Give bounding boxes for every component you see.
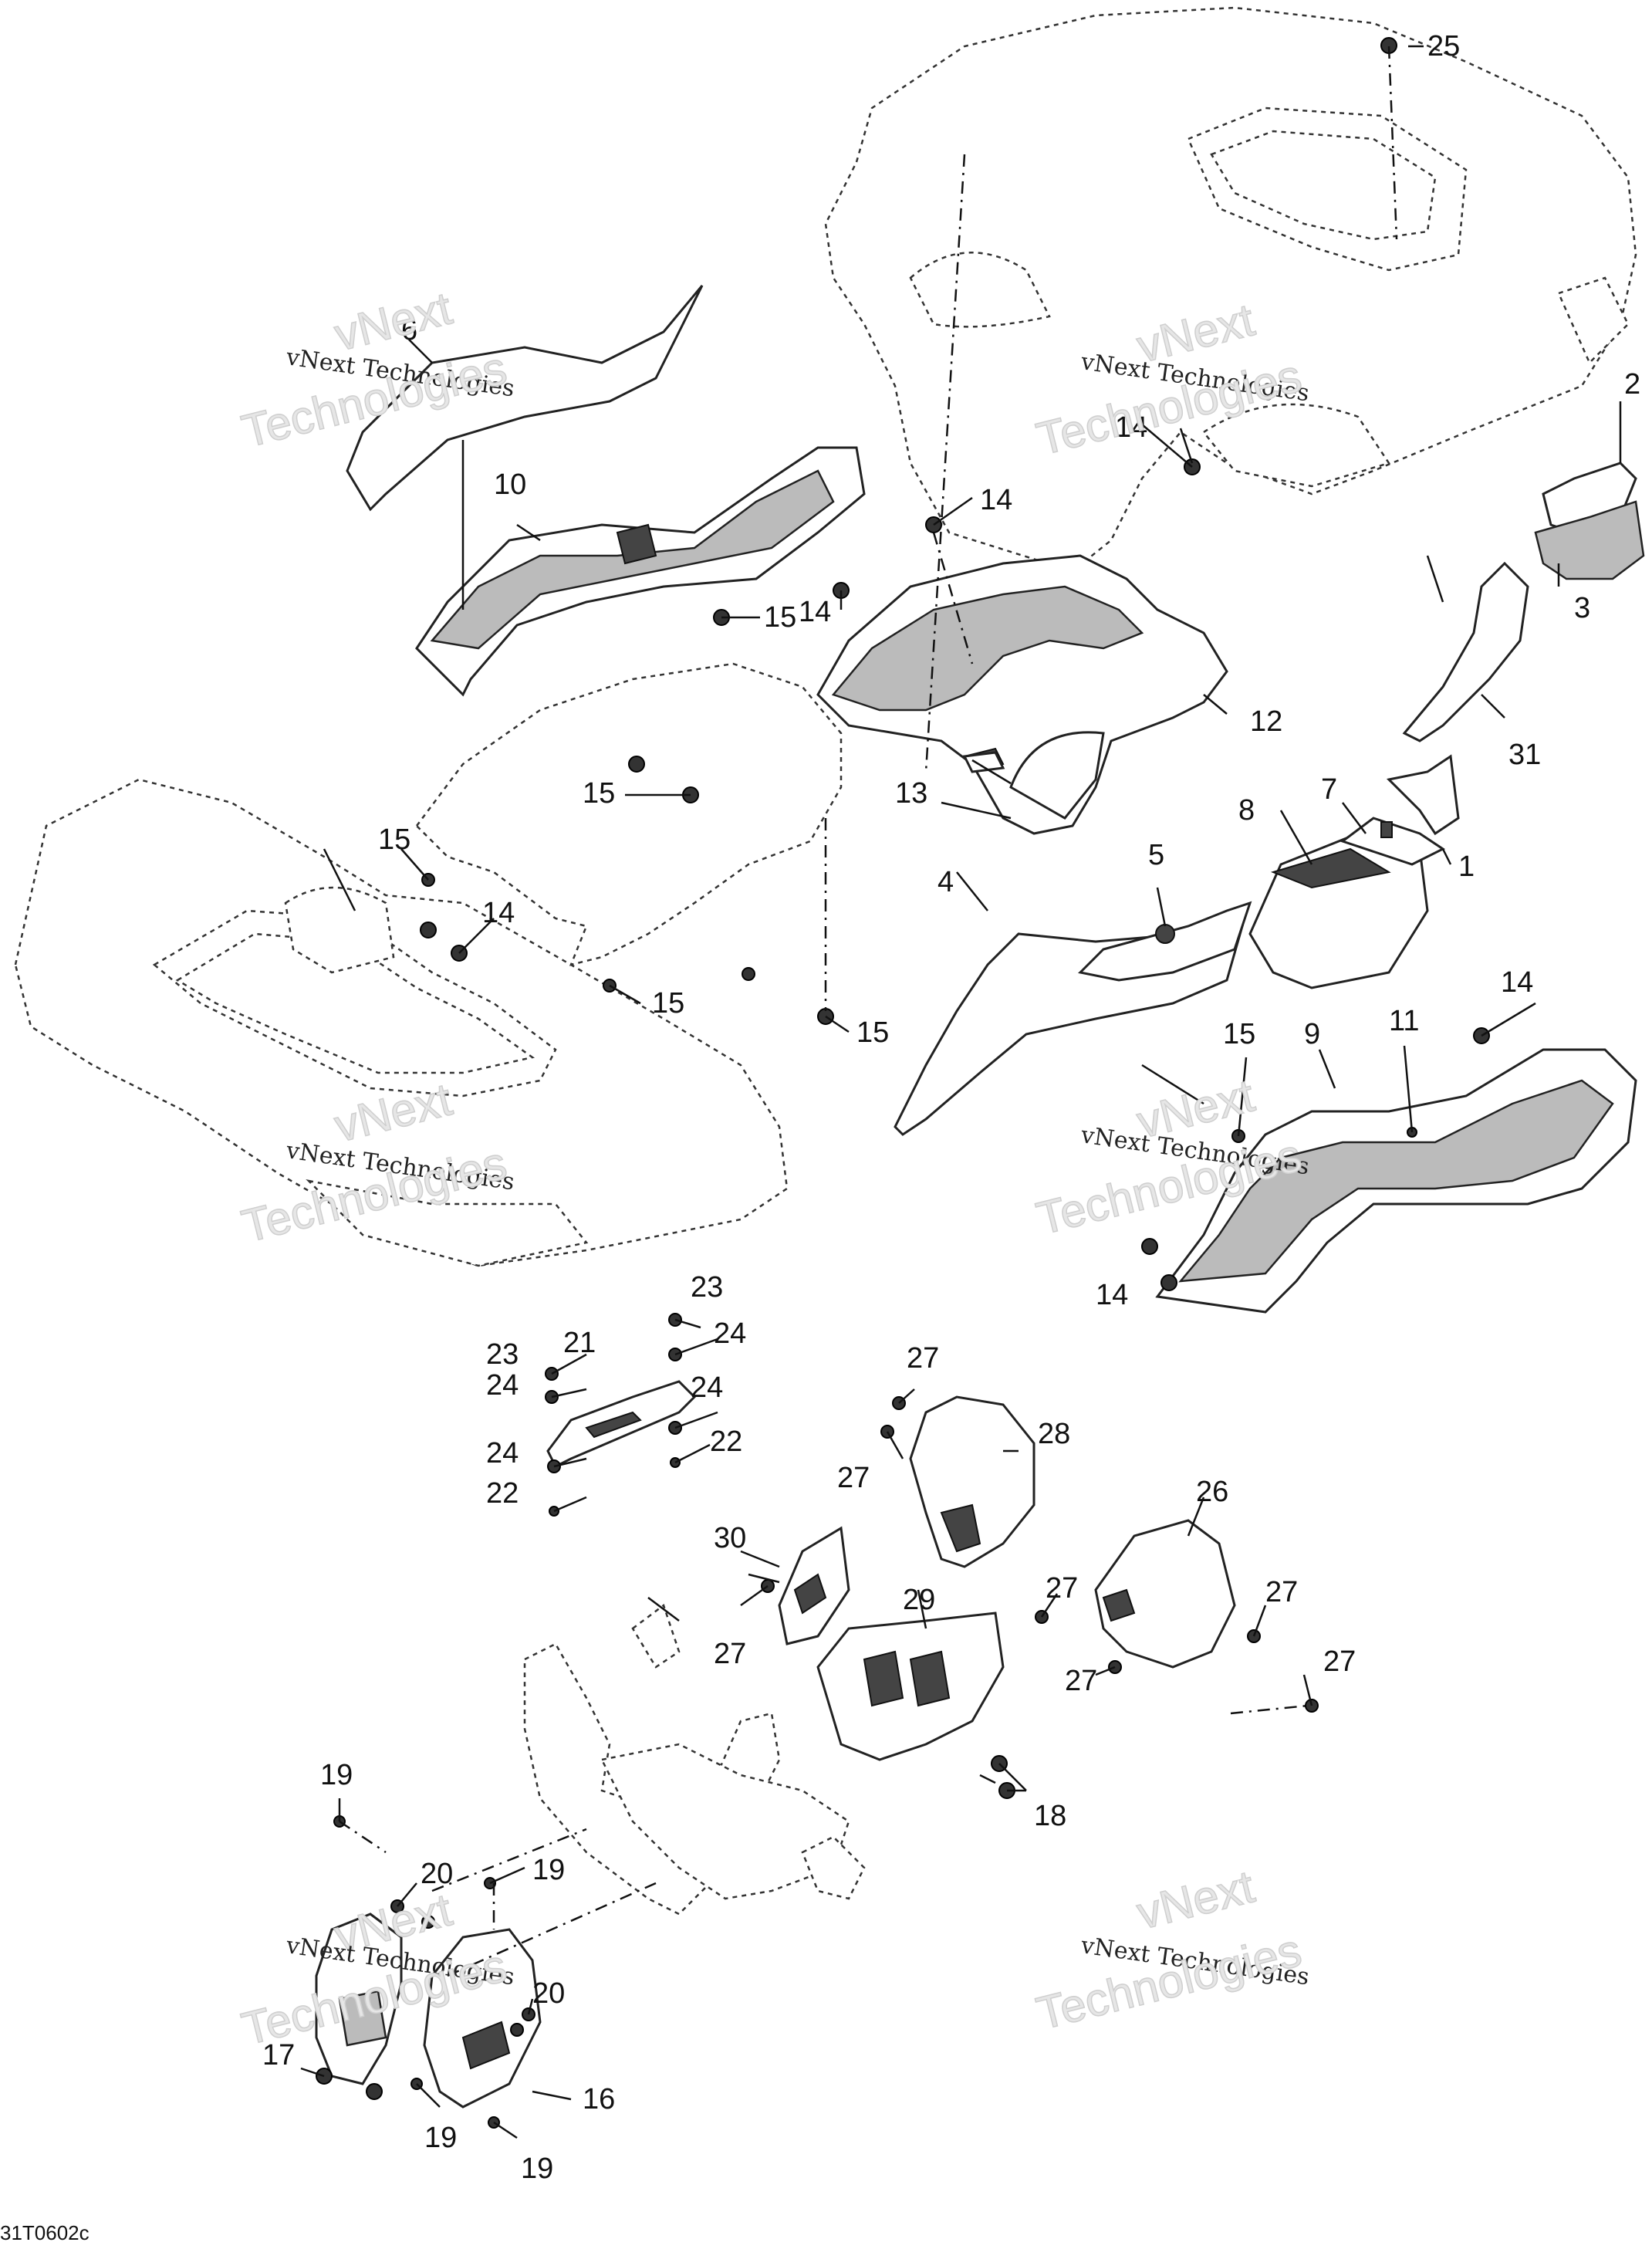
callout-11: 11 xyxy=(1389,1005,1419,1037)
callout-20: 20 xyxy=(532,1977,565,2010)
callout-27: 27 xyxy=(1046,1572,1078,1605)
part-12-rear-panel xyxy=(816,554,1228,835)
callout-10: 10 xyxy=(494,468,526,501)
callout-14: 14 xyxy=(482,897,515,929)
callout-25: 25 xyxy=(1427,30,1460,63)
part-29-skid-plate xyxy=(816,1612,1005,1761)
part-3 xyxy=(1534,500,1645,580)
callout-7: 7 xyxy=(1321,773,1337,806)
fastener-14-g xyxy=(1141,1238,1158,1255)
fastener-14-h xyxy=(1160,1274,1177,1291)
callout-28: 28 xyxy=(1038,1418,1070,1450)
part-26-cover xyxy=(1094,1519,1236,1669)
fastener-20-b xyxy=(421,1915,435,1929)
callout-2: 2 xyxy=(1624,368,1640,401)
part-28-cover xyxy=(909,1395,1035,1568)
part-30-bracket xyxy=(778,1526,850,1645)
part-8 xyxy=(1248,832,1429,989)
part-4-decal xyxy=(894,925,1245,1136)
part-5 xyxy=(1077,901,1252,982)
callout-22: 22 xyxy=(710,1425,742,1458)
callout-1: 1 xyxy=(1458,851,1475,883)
callout-14: 14 xyxy=(1115,411,1147,444)
callout-27: 27 xyxy=(837,1462,870,1494)
part-1 xyxy=(1386,754,1460,836)
callout-8: 8 xyxy=(1238,794,1255,827)
callout-24: 24 xyxy=(691,1371,723,1404)
callout-labels: 25 6 2 14 10 14 15 14 3 12 31 13 15 7 8 … xyxy=(262,30,1640,2185)
callout-23: 23 xyxy=(486,1338,519,1371)
callout-3: 3 xyxy=(1574,592,1590,624)
callout-15: 15 xyxy=(652,987,684,1020)
fastener-17-b xyxy=(366,2083,383,2100)
fastener-20-d xyxy=(510,2023,524,2037)
figure-code: 31T0602c xyxy=(0,2221,90,2244)
callout-15: 15 xyxy=(856,1016,889,1049)
watermark-large: vNext xyxy=(329,282,457,360)
callout-27: 27 xyxy=(907,1342,939,1375)
part-13 xyxy=(962,751,1005,773)
callout-19: 19 xyxy=(532,1854,565,1886)
part-6-decal xyxy=(346,285,704,512)
callout-9: 9 xyxy=(1304,1018,1320,1050)
part-31 xyxy=(1402,561,1529,742)
callout-19: 19 xyxy=(320,1759,353,1791)
callout-23: 23 xyxy=(691,1271,723,1304)
watermark-large: Technologies xyxy=(1032,1924,1306,2040)
callout-18: 18 xyxy=(1034,1800,1066,1832)
front-body-outline xyxy=(14,778,789,1267)
callout-19: 19 xyxy=(424,2122,457,2154)
callout-24: 24 xyxy=(486,1369,519,1402)
callout-26: 26 xyxy=(1196,1476,1228,1508)
callout-15: 15 xyxy=(378,824,410,856)
callout-4: 4 xyxy=(937,866,954,898)
frame-outline xyxy=(523,1603,866,1916)
callout-5: 5 xyxy=(1148,839,1164,871)
callout-27: 27 xyxy=(1265,1576,1298,1608)
callout-21: 21 xyxy=(563,1327,596,1359)
front-center-panel xyxy=(415,662,843,966)
callout-30: 30 xyxy=(714,1522,746,1554)
watermark-large: vNext xyxy=(1132,1860,1259,1939)
callout-13: 13 xyxy=(895,777,927,810)
part-17-cover xyxy=(315,1912,403,2085)
callout-24: 24 xyxy=(486,1437,519,1469)
fastener-15-f xyxy=(742,967,755,981)
callout-14: 14 xyxy=(980,484,1012,516)
part-7 xyxy=(1340,817,1445,866)
callout-24: 24 xyxy=(714,1317,746,1350)
callout-15: 15 xyxy=(583,777,615,810)
callout-leaders xyxy=(300,45,1622,2139)
callout-15: 15 xyxy=(764,601,796,634)
callout-12: 12 xyxy=(1250,705,1282,738)
callout-6: 6 xyxy=(401,314,417,347)
callout-27: 27 xyxy=(1323,1645,1356,1678)
callout-19: 19 xyxy=(521,2153,553,2185)
callout-15: 15 xyxy=(1223,1018,1255,1050)
callout-22: 22 xyxy=(486,1477,519,1510)
fastener-15-b xyxy=(628,756,645,773)
callout-17: 17 xyxy=(262,2039,295,2071)
callout-16: 16 xyxy=(583,2083,615,2115)
rear-body-outline xyxy=(824,6,1637,573)
part-10-side-panel xyxy=(415,446,866,697)
callout-27: 27 xyxy=(714,1638,746,1670)
callout-20: 20 xyxy=(421,1858,453,1890)
callout-29: 29 xyxy=(903,1584,935,1616)
part-9-side-panel xyxy=(1155,1048,1637,1314)
part-21-bracket xyxy=(546,1380,697,1469)
callout-31: 31 xyxy=(1508,739,1541,771)
callout-14: 14 xyxy=(1501,966,1533,999)
assembly-lines xyxy=(323,46,1444,1977)
watermark-bottom-right: vNext vNext Technologies Technologies xyxy=(1031,1860,1311,2041)
fastener-14-d xyxy=(420,922,437,938)
callout-14: 14 xyxy=(1096,1279,1128,1311)
callout-14: 14 xyxy=(799,596,831,628)
callout-27: 27 xyxy=(1065,1665,1097,1697)
